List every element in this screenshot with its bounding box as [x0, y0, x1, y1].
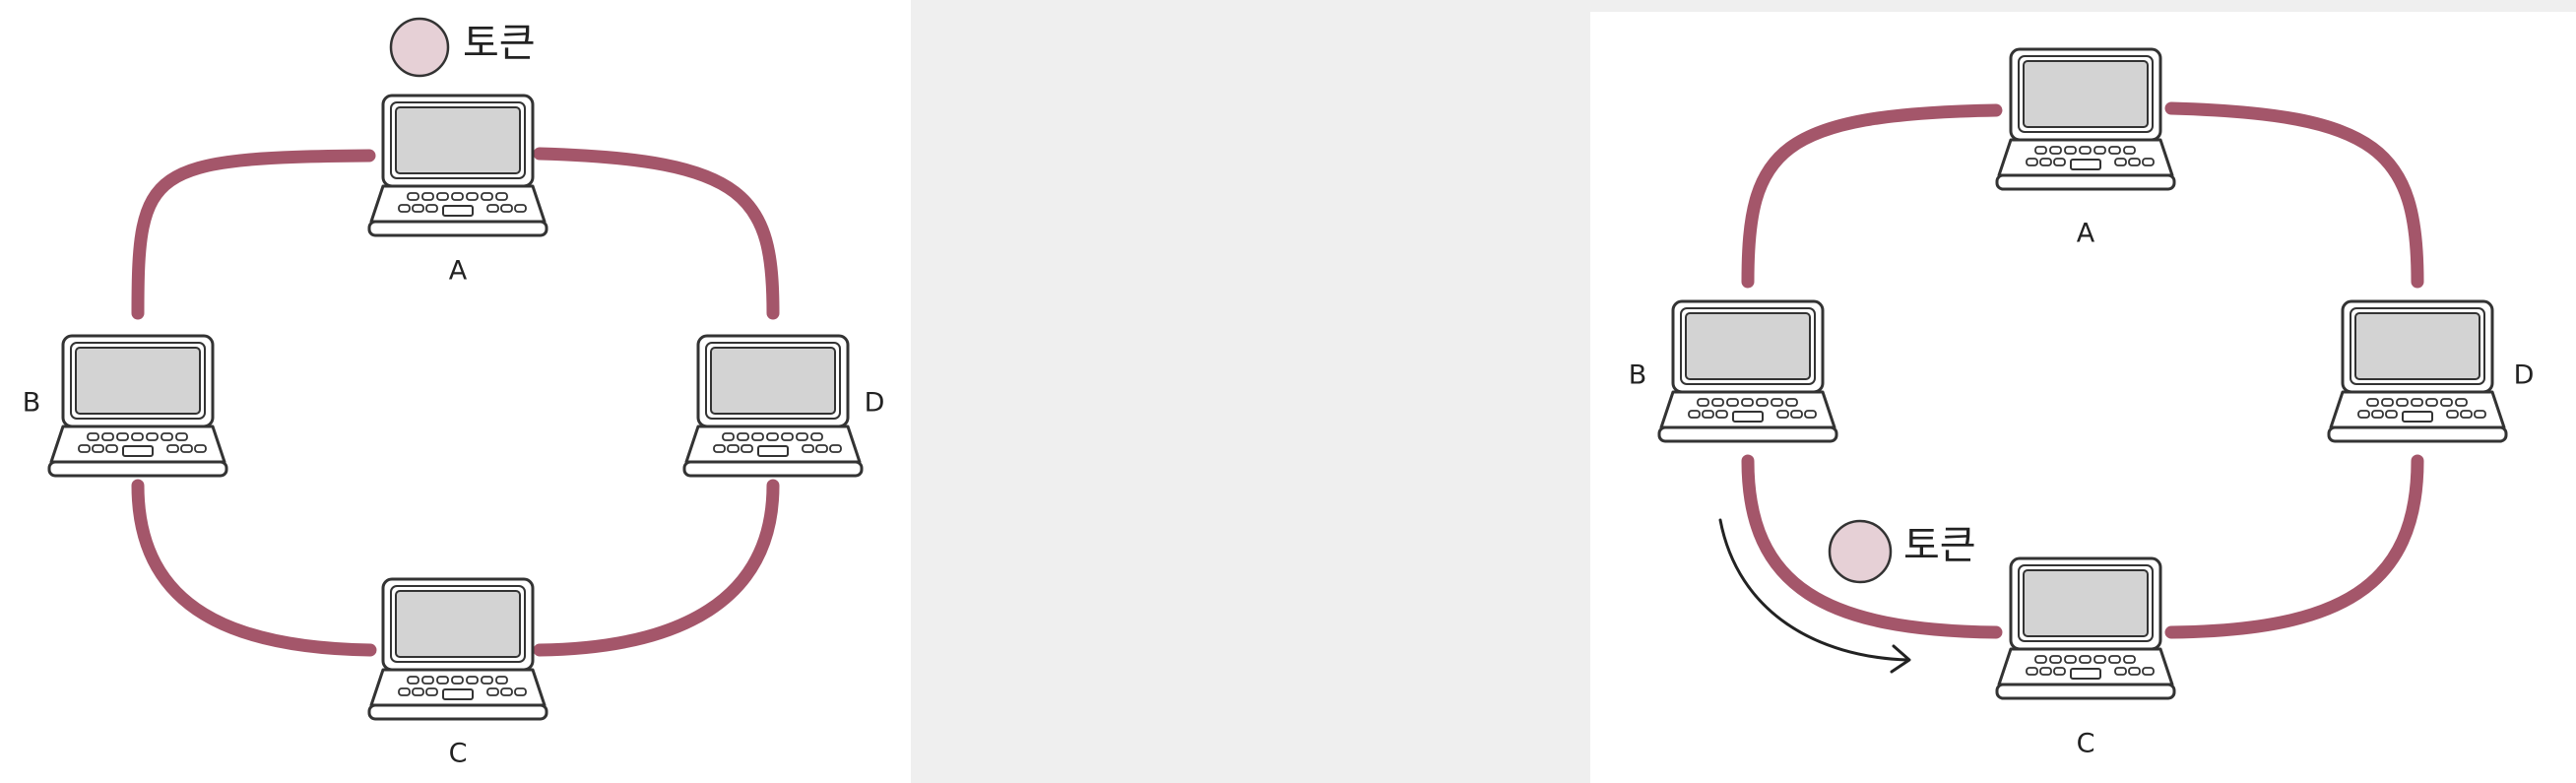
laptop-touchpad [442, 688, 474, 700]
node-label-c: C [2077, 729, 2095, 759]
ring-link-d-c [2164, 454, 2424, 639]
laptop-screen [75, 347, 201, 415]
laptop-node-a [1995, 47, 2176, 191]
ring-network [131, 147, 780, 657]
node-label-b: B [23, 388, 41, 419]
laptop-screen [395, 106, 521, 174]
token-label: 토큰 [1903, 523, 1976, 568]
laptop-screen [2354, 312, 2480, 380]
token-label: 토큰 [463, 21, 536, 66]
laptop-node-b [47, 334, 228, 478]
laptop-node-d [682, 334, 864, 478]
token-circle [389, 17, 450, 78]
laptop-screen [710, 347, 836, 415]
laptop-touchpad [2070, 668, 2101, 680]
ring-diagram-token-moving-b-to-c: A B D C 토큰 [1590, 12, 2576, 783]
node-label-a: A [2077, 219, 2095, 249]
token-marker: 토큰 [389, 17, 536, 78]
laptop-touchpad [1732, 411, 1764, 423]
node-label-b: B [1629, 360, 1647, 391]
laptop-screen [1685, 312, 1811, 380]
arrow-head [1890, 644, 1911, 674]
laptop-screen [395, 590, 521, 658]
ring-link-b-c [131, 479, 377, 657]
node-label-c: C [449, 739, 468, 769]
ring-diagram-right-canvas: A B D C 토큰 [1629, 47, 2535, 759]
ring-link-d-c [533, 479, 780, 657]
laptop-node-c [1995, 556, 2176, 700]
token-marker: 토큰 [1828, 519, 1976, 584]
token-direction-arrow [1718, 518, 1911, 674]
laptop-node-d [2327, 299, 2508, 443]
laptop-touchpad [2070, 159, 2101, 170]
laptop-touchpad [442, 205, 474, 217]
ring-link-a-b [131, 149, 376, 320]
laptop-node-c [367, 577, 548, 721]
ring-link-a-b [1741, 103, 2003, 289]
laptop-touchpad [2402, 411, 2433, 423]
laptop-touchpad [122, 445, 154, 457]
ring-diagram-token-at-a: A B D C 토큰 [0, 0, 911, 783]
laptop-node-a [367, 94, 548, 237]
node-label-d: D [2514, 360, 2535, 391]
token-circle [1828, 519, 1893, 584]
ring-diagram-left-canvas: A B D C 토큰 [23, 17, 885, 769]
ring-network [1741, 101, 2424, 639]
node-label-a: A [449, 256, 468, 287]
ring-link-b-c [1741, 454, 2003, 639]
laptop-screen [2023, 60, 2149, 128]
laptop-node-b [1657, 299, 1838, 443]
node-label-d: D [865, 388, 885, 419]
laptop-screen [2023, 569, 2149, 637]
arrow-curve [1718, 518, 1909, 662]
laptop-touchpad [757, 445, 789, 457]
ring-link-a-d [533, 147, 780, 320]
ring-link-a-d [2164, 101, 2424, 289]
